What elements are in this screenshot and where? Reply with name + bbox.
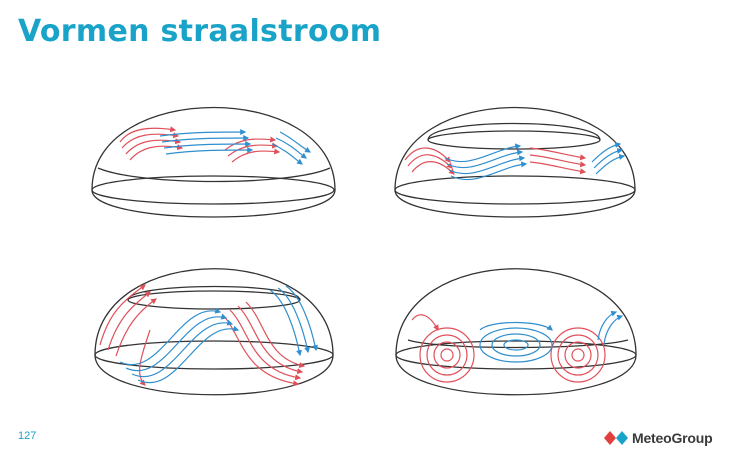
- meteogroup-logo-icon: [604, 431, 628, 445]
- cold-air-streams: [119, 285, 318, 384]
- cold-air-streams: [159, 129, 312, 165]
- panel-2-weak-waves: [394, 106, 636, 218]
- hemisphere-outline: [394, 106, 636, 218]
- cold-air-eddies: [479, 310, 624, 363]
- slide-title: Vormen straalstroom: [18, 14, 382, 49]
- panel-4-cut-off-eddies: [395, 268, 637, 396]
- page-number: 127: [18, 430, 37, 442]
- cold-air-streams: [444, 142, 626, 181]
- warm-air-eddies: [411, 314, 606, 383]
- hemisphere-outline: [395, 268, 637, 396]
- hemisphere-outline: [94, 268, 334, 396]
- panel-1-zonal-flow: [91, 106, 336, 218]
- hemisphere-outline: [91, 106, 336, 218]
- meteogroup-logo: MeteoGroup: [604, 430, 713, 446]
- brand-name: MeteoGroup: [632, 430, 713, 446]
- warm-air-streams: [404, 147, 587, 175]
- panel-3-strong-meanders: [94, 268, 334, 396]
